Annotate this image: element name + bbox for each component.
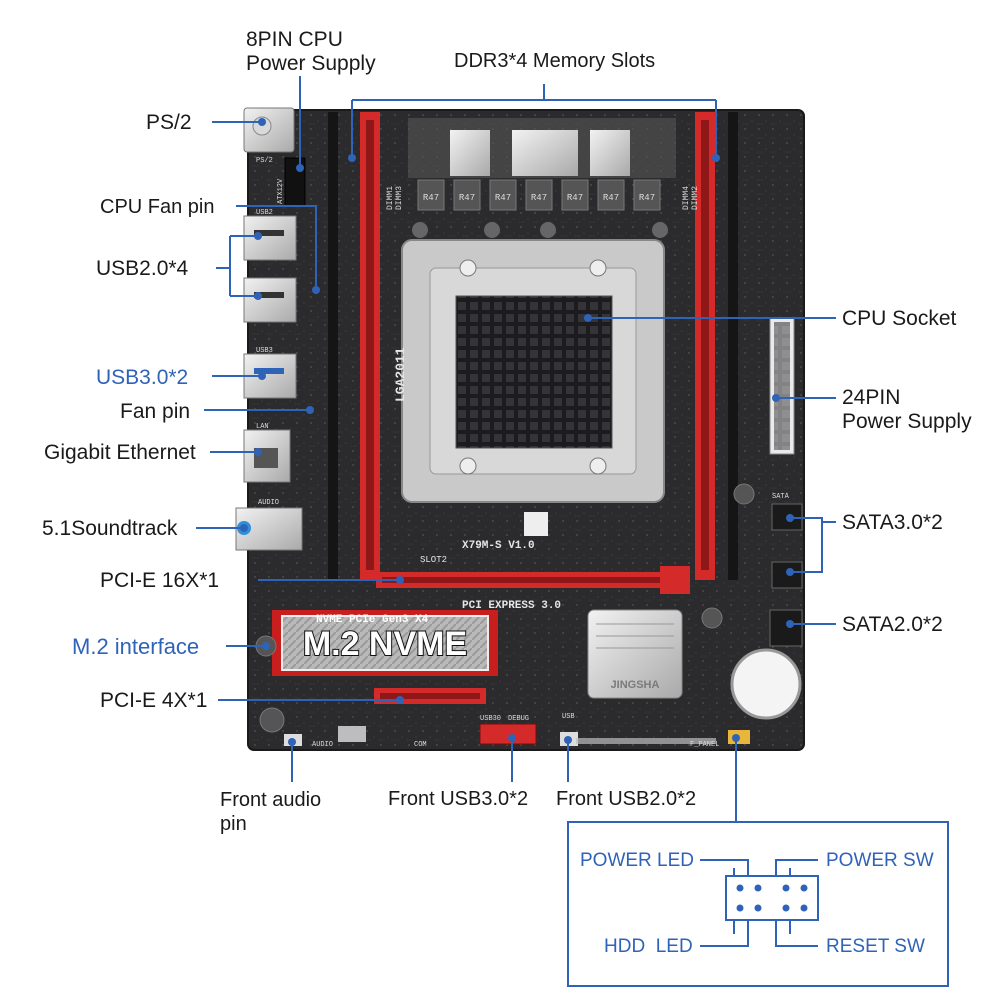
m2-interface-label: M.2 interface [72, 634, 200, 659]
ps2-label: PS/2 [146, 111, 192, 134]
m2-badge: M.2 NVME [303, 625, 467, 663]
model-label: X79M-S V1.0 [462, 540, 535, 552]
pcie16-label: PCI-E 16X*1 [100, 569, 220, 592]
slot2-label: SLOT2 [420, 555, 447, 565]
usb3-silk: USB3 [256, 347, 273, 355]
power-sw-label: POWER SW [826, 850, 934, 871]
fan-pin-label: Fan pin [120, 400, 191, 423]
audio-io-silk: AUDIO [258, 499, 279, 507]
soundtrack-label: 5.1Soundtrack [42, 517, 178, 540]
front-usb3-header [479, 723, 537, 745]
choke-label: R47 [495, 193, 511, 203]
sata-silk: SATA [772, 493, 790, 501]
brand-label: JINGSHA [611, 679, 660, 691]
sata2-label: SATA2.0*2 [842, 613, 943, 636]
sata2-port [769, 609, 803, 647]
sata3-port-2 [771, 561, 803, 589]
lga-label: LGA2011 [393, 347, 408, 402]
usb-port-1 [243, 215, 297, 261]
cpu-power-label: 8PIN CPU Power Supply [246, 28, 376, 75]
front-panel-pin-block [725, 875, 819, 921]
cpu-fan-label: CPU Fan pin [100, 196, 215, 218]
chipset-heatsink [587, 609, 683, 699]
cmos-battery [730, 648, 802, 720]
usb2-silk: USB2 [256, 209, 273, 217]
atx12v-silk: ATX12V [277, 178, 285, 204]
front-panel-pins [736, 884, 808, 912]
dimm-slot-2 [728, 112, 738, 580]
usb30-silk: USB30 [480, 715, 501, 723]
sata3-label: SATA3.0*2 [842, 511, 943, 534]
callout-lines [196, 76, 836, 822]
front-audio-label: Front audio pin [220, 789, 322, 835]
usb-silk: USB [562, 713, 575, 721]
nvme-pcie-label: NVME PCIe Gen3 X4 [316, 614, 429, 626]
fpanel-silk: F_PANEL [690, 741, 719, 749]
dimm-left-silk: DIMM1DIMM3 [386, 186, 404, 210]
choke-label: R47 [567, 193, 583, 203]
power-led-label: POWER LED [580, 850, 695, 871]
atx24-label: 24PIN Power Supply [842, 386, 972, 433]
choke-label: R47 [531, 193, 547, 203]
dimm-slot-1 [328, 112, 338, 580]
choke-label: R47 [639, 193, 655, 203]
vrm-area: R47 R47 R47 R47 R47 R47 R47 [408, 118, 676, 238]
dimm-right-silk: DIMM4DIMM2 [682, 186, 700, 210]
hdd-led-label: HDD LED [604, 936, 693, 957]
ethernet-label: Gigabit Ethernet [44, 441, 196, 464]
usb2-label: USB2.0*4 [96, 257, 189, 280]
qr-code [524, 512, 548, 536]
pcie4-label: PCI-E 4X*1 [100, 689, 208, 712]
lan-silk: LAN [256, 423, 269, 431]
choke-label: R47 [603, 193, 619, 203]
ps2-silk: PS/2 [256, 157, 273, 165]
ddr3-label: DDR3*4 Memory Slots [454, 50, 656, 72]
choke-label: R47 [423, 193, 439, 203]
usb3-label: USB3.0*2 [96, 366, 189, 389]
reset-sw-label: RESET SW [826, 936, 925, 957]
cpu-socket [401, 239, 665, 503]
front-panel-brackets [700, 859, 818, 947]
cpu-socket-label: CPU Socket [842, 307, 957, 330]
front-panel-box [567, 821, 949, 987]
usb-port-2 [243, 277, 297, 323]
audio-silk: AUDIO [312, 741, 333, 749]
front-usb3-label: Front USB3.0*2 [388, 788, 529, 810]
com-silk: COM [414, 741, 427, 749]
debug-silk: DEBUG [508, 715, 529, 723]
choke-label: R47 [459, 193, 475, 203]
callout-dots [240, 118, 794, 746]
pci-express-label: PCI EXPRESS 3.0 [462, 600, 561, 612]
front-usb2-label: Front USB2.0*2 [556, 788, 697, 810]
